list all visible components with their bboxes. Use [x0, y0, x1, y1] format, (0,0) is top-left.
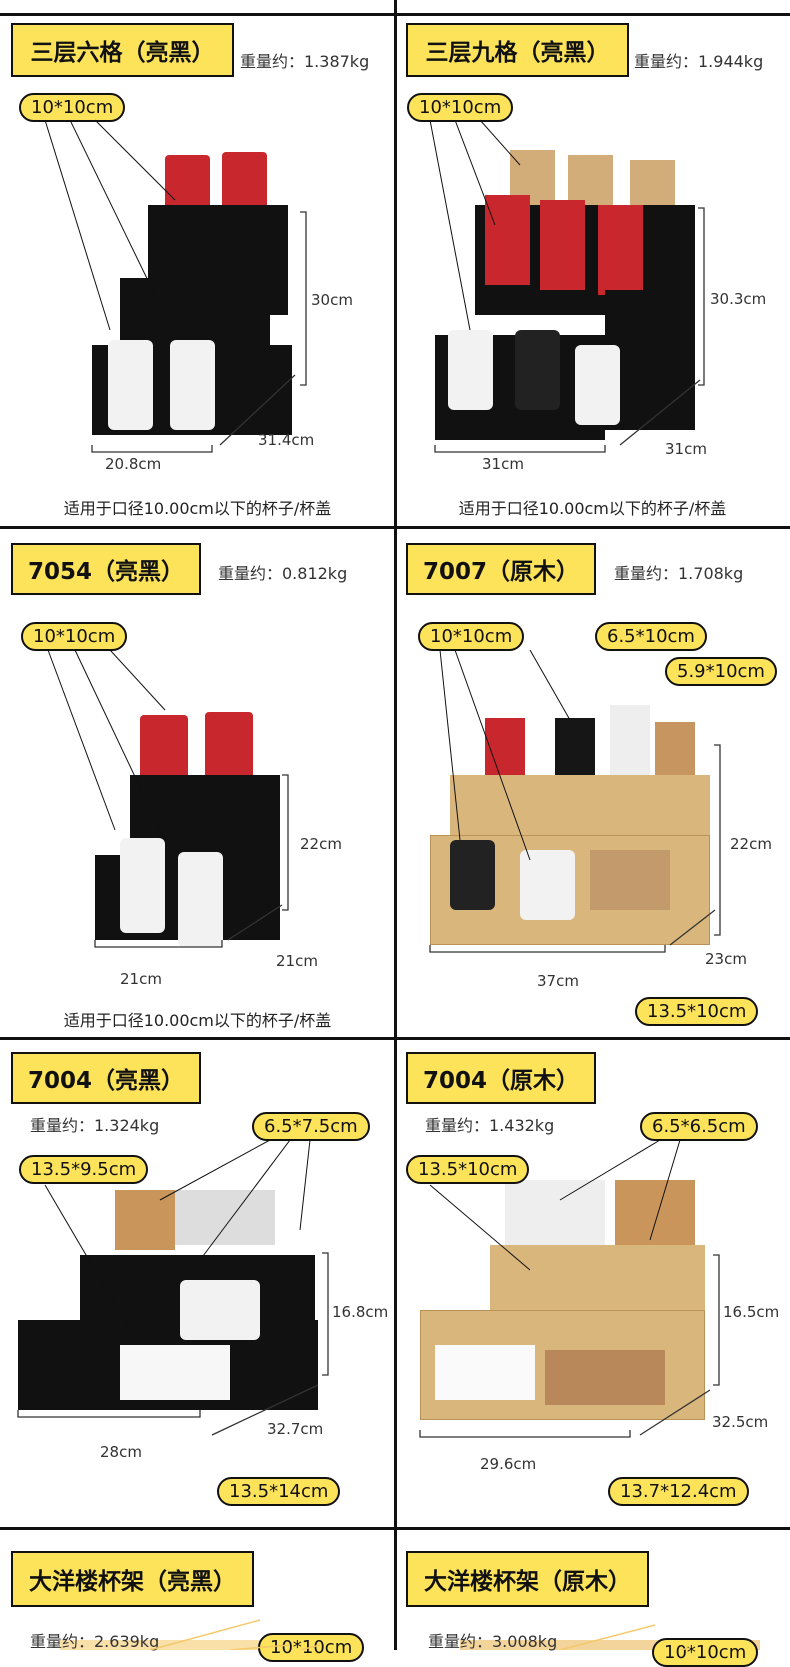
dimension-width: 29.6cm [480, 1455, 537, 1473]
sugar-sticks [655, 722, 695, 782]
product-title: 7054（亮黑） [11, 543, 201, 595]
product-weight: 重量约：0.812kg [218, 564, 348, 583]
dimension-depth: 31.4cm [258, 431, 315, 449]
size-tag: 10*10cm [407, 93, 514, 122]
size-tag: 10*10cm [19, 93, 126, 122]
lid-stack [520, 850, 575, 920]
dimension-height: 30cm [311, 291, 353, 309]
size-tag: 6.5*10cm [595, 622, 707, 651]
lid-stack [170, 340, 215, 430]
size-tag: 13.5*14cm [217, 1477, 341, 1506]
product-title: 大洋楼杯架（原木） [406, 1551, 649, 1607]
napkins [120, 1345, 230, 1400]
dimension-height: 30.3cm [710, 290, 767, 308]
size-tag: 13.5*10cm [406, 1155, 530, 1184]
napkins [545, 1350, 665, 1405]
napkins [590, 850, 670, 910]
size-tag: 6.5*6.5cm [640, 1112, 758, 1141]
dimension-width: 21cm [120, 970, 162, 988]
product-weight: 重量约：1.387kg [240, 52, 370, 71]
lid-stack [575, 345, 620, 425]
dimension-width: 31cm [482, 455, 524, 473]
size-tag: 10*10cm [21, 622, 128, 651]
size-tag: 13.5*9.5cm [19, 1155, 149, 1184]
lid-stack [450, 840, 495, 910]
product-title: 三层六格（亮黑） [11, 23, 234, 77]
organizer-back [450, 775, 710, 835]
dimension-depth: 23cm [705, 950, 747, 968]
lid-stack [515, 330, 560, 410]
divider [394, 0, 397, 1650]
size-tag: 10*10cm [418, 622, 525, 651]
size-tag: 6.5*7.5cm [252, 1112, 370, 1141]
dimension-height: 22cm [730, 835, 772, 853]
dimension-height: 16.8cm [332, 1303, 389, 1321]
product-weight: 重量约：1.324kg [30, 1116, 160, 1135]
lid-stack [448, 330, 493, 410]
lid-stack [180, 1280, 260, 1340]
straw-packs [505, 1180, 605, 1250]
caption: 适用于口径10.00cm以下的杯子/杯盖 [63, 499, 332, 518]
product-title: 7004（亮黑） [11, 1052, 201, 1104]
stir-sticks [115, 1190, 175, 1250]
dimension-height: 16.5cm [723, 1303, 780, 1321]
dimension-depth: 32.7cm [267, 1420, 324, 1438]
straw-packs [175, 1190, 275, 1245]
caption: 适用于口径10.00cm以下的杯子/杯盖 [458, 499, 727, 518]
product-weight: 重量约：1.432kg [425, 1116, 555, 1135]
product-weight: 重量约：2.639kg [30, 1632, 160, 1651]
size-tag: 5.9*10cm [665, 657, 777, 686]
product-weight: 重量约：1.708kg [614, 564, 744, 583]
lid-stack [108, 340, 153, 430]
straws [610, 705, 650, 785]
organizer-tier [120, 278, 270, 348]
dimension-height: 22cm [300, 835, 342, 853]
product-title: 大洋楼杯架（亮黑） [11, 1551, 254, 1607]
dimension-depth: 21cm [276, 952, 318, 970]
dimension-width: 37cm [537, 972, 579, 990]
lid-stack [120, 838, 165, 933]
dimension-depth: 31cm [665, 440, 707, 458]
cup-stack [540, 200, 585, 290]
product-weight: 重量约：1.944kg [634, 52, 764, 71]
size-tag: 10*10cm [258, 1633, 365, 1662]
napkins [435, 1345, 535, 1400]
product-title: 7007（原木） [406, 543, 596, 595]
size-tag: 10*10cm [652, 1638, 759, 1667]
size-tag: 13.7*12.4cm [608, 1477, 749, 1506]
dimension-width: 20.8cm [105, 455, 162, 473]
product-title: 7004（原木） [406, 1052, 596, 1104]
product-title: 三层九格（亮黑） [406, 23, 629, 77]
product-weight: 重量约：3.008kg [428, 1632, 558, 1651]
cup-stack [598, 205, 643, 295]
dimension-width: 28cm [100, 1443, 142, 1461]
lid-stack [178, 852, 223, 947]
size-tag: 13.5*10cm [635, 997, 759, 1026]
cup-stack [485, 195, 530, 285]
dimension-depth: 32.5cm [712, 1413, 769, 1431]
organizer-back [490, 1245, 705, 1315]
stir-sticks [615, 1180, 695, 1250]
caption: 适用于口径10.00cm以下的杯子/杯盖 [63, 1011, 332, 1030]
